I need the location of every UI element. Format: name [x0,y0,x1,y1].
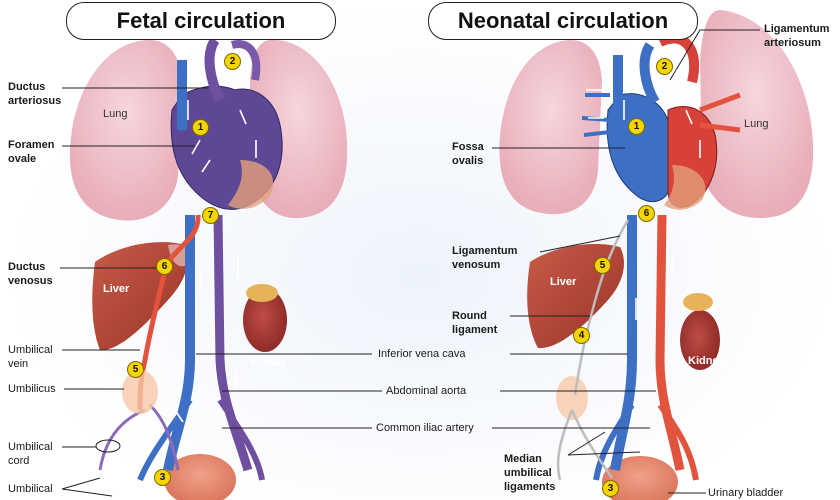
label-fossa-ovalis: Fossa ovalis [452,141,484,167]
neo-pulmonary-veins [699,92,741,133]
fetal-iliac-right [217,398,265,481]
label-foramen-ovale: Foramen ovale [8,139,55,165]
neo-kidney [680,310,720,370]
fetal-bladder [164,454,236,500]
label-urinary-bladder: Urinary bladder [708,487,784,499]
neo-kidney-label: Kidney [688,355,725,367]
label-round-ligament: Round ligament [452,310,498,336]
neo-pulmonary-trunk [639,42,660,105]
neo-liver-label: Liver [550,276,577,288]
fetal-left-lung [69,40,182,221]
neo-round-ligament [573,219,630,396]
neo-marker-2: 2 [656,58,673,75]
label-inferior-vena-cava: Inferior vena cava [378,348,466,360]
fetal-adrenal [246,284,278,302]
label-umbilical-vein: Umbilical vein [8,344,53,370]
label-ductus-venosus: Ductus venosus [8,261,53,287]
fetal-kidney [243,288,287,352]
fetal-kidney-label: Kidney [250,357,287,369]
fetal-marker-6: 6 [156,258,173,275]
neo-iliac-left [593,403,635,481]
fetal-title: Fetal circulation [66,2,336,40]
fetal-aortic-arch [230,40,261,81]
neo-iliac-right [657,403,699,481]
fetal-flow-arrows [149,100,257,431]
leader-ligamentum-venosum [539,235,621,253]
neo-marker-3: 3 [602,480,619,497]
neo-median-ligaments [556,409,614,481]
fetal-marker-7: 7 [202,207,219,224]
fetal-marker-5: 5 [127,361,144,378]
leader-lines [60,29,760,497]
leader-median-ligaments [567,431,641,456]
neo-bladder [602,456,678,500]
fetal-iliac-left [137,398,193,482]
fetal-heart-pericardium [228,160,274,209]
fetal-figure [69,37,348,500]
label-ductus-arteriosus: Ductus arteriosus [8,81,62,107]
fetal-marker-3: 3 [154,469,171,486]
neo-lung-label: Lung [744,118,769,130]
fetal-liver-label: Liver [103,283,130,295]
neo-pulmonary-arteries [581,93,611,137]
neo-marker-5: 5 [594,257,611,274]
label-ligamentum-venosum: Ligamentum venosum [452,245,518,271]
neo-right-lung [700,10,814,218]
label-umbilical-bottom: Umbilical [8,483,53,495]
neo-umbilicus [556,376,588,420]
leader-umbilical-bottom [61,477,113,497]
fetal-lung-label: Lung [103,108,128,120]
label-umbilicus: Umbilicus [8,383,56,395]
leader-ligamentum-arteriosum [669,29,760,81]
label-umbilical-cord: Umbilical cord [8,441,53,467]
label-median-umbilical-ligaments: Median umbilical ligaments [504,453,556,493]
label-common-iliac-artery: Common iliac artery [376,422,474,434]
neonatal-title: Neonatal circulation [428,2,698,40]
fetal-pulmonary-trunk [204,37,225,103]
neo-left-lung [499,40,602,215]
label-abdominal-aorta: Abdominal aorta [386,385,467,397]
cord-marker [95,439,121,453]
fetal-umbilicus [122,370,158,414]
neonatal-figure [499,10,814,500]
label-ligamentum-arteriosum: Ligamentum arteriosum [764,23,830,49]
neo-flow-arrows [586,75,701,394]
neo-adrenal [683,293,713,311]
fetal-marker-1: 1 [192,119,209,136]
neo-marker-4: 4 [573,327,590,344]
neo-marker-1: 1 [628,118,645,135]
fetal-marker-2: 2 [224,53,241,70]
neo-pericardium [664,165,706,210]
neo-marker-6: 6 [638,205,655,222]
